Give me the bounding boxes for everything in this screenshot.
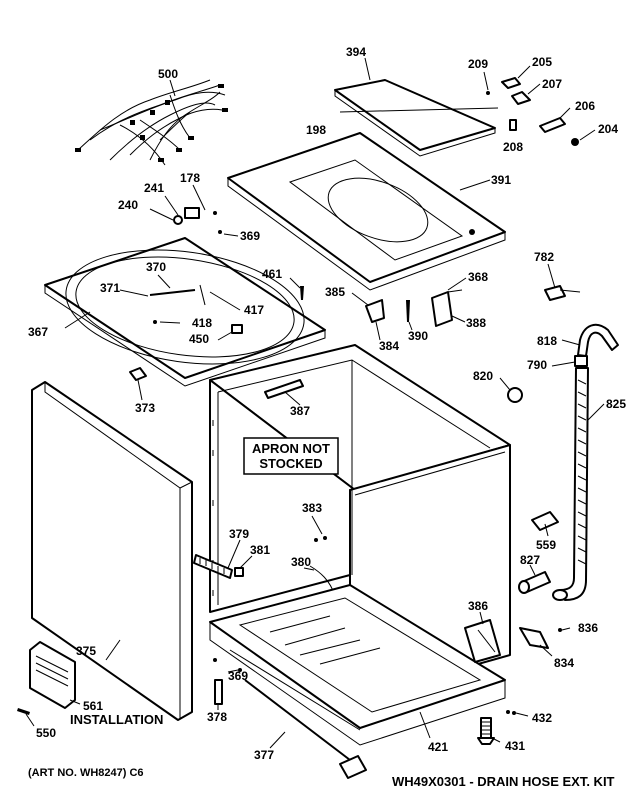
label-240: 240 [118, 198, 138, 212]
drain-hose [551, 323, 619, 601]
tub-cover [44, 237, 326, 387]
label-450: 450 [189, 332, 209, 346]
label-383: 383 [302, 501, 322, 515]
apron-note: APRON NOT STOCKED [243, 437, 339, 475]
label-394: 394 [346, 45, 366, 59]
bracket-373 [129, 367, 147, 401]
part-782 [544, 263, 581, 301]
installation-manual [29, 641, 81, 709]
label-825: 825 [606, 397, 626, 411]
part-number-labels: 500 394 209 205 207 206 204 198 208 391 … [28, 45, 626, 762]
label-206: 206 [575, 99, 595, 113]
apron-note-line1: APRON NOT [252, 441, 330, 456]
apron-note-line2: STOCKED [259, 456, 322, 471]
bracket-386 [464, 611, 501, 663]
hinge-switch-parts [339, 65, 596, 146]
label-559: 559 [536, 538, 556, 552]
label-391: 391 [491, 173, 511, 187]
label-369-top: 369 [240, 229, 260, 243]
rod-377 [244, 679, 367, 779]
front-panel [31, 381, 193, 721]
label-432: 432 [532, 711, 552, 725]
label-370: 370 [146, 260, 166, 274]
label-205: 205 [532, 55, 552, 69]
lid [334, 57, 496, 157]
label-385: 385 [325, 285, 345, 299]
label-820: 820 [473, 369, 493, 383]
label-208: 208 [503, 140, 523, 154]
label-386: 386 [468, 599, 488, 613]
label-371: 371 [100, 281, 120, 295]
label-790: 790 [527, 358, 547, 372]
label-384: 384 [379, 339, 399, 353]
label-834: 834 [554, 656, 574, 670]
installation-label: INSTALLATION [70, 712, 163, 727]
label-782: 782 [534, 250, 554, 264]
label-381: 381 [250, 543, 270, 557]
footer: (ART NO. WH8247) C6 WH49X0301 - DRAIN HO… [28, 767, 615, 789]
drain-hose-kit-note: WH49X0301 - DRAIN HOSE EXT. KIT [392, 774, 615, 789]
wire-harness [75, 79, 228, 166]
label-387: 387 [290, 404, 310, 418]
label-836: 836 [578, 621, 598, 635]
label-241: 241 [144, 181, 164, 195]
part-421 [419, 711, 431, 739]
base-frame [209, 584, 506, 746]
label-827: 827 [520, 553, 540, 567]
label-209: 209 [468, 57, 488, 71]
label-369-base: 369 [228, 669, 248, 683]
label-461: 461 [262, 267, 282, 281]
label-500: 500 [158, 67, 178, 81]
top-left-fasteners [149, 184, 239, 237]
lid-switch-group [351, 277, 467, 341]
label-390: 390 [408, 329, 428, 343]
label-207: 207 [542, 77, 562, 91]
label-421: 421 [428, 740, 448, 754]
label-431: 431 [505, 739, 525, 753]
label-379: 379 [229, 527, 249, 541]
base-left-fasteners [213, 658, 242, 710]
leveling-leg [477, 710, 529, 745]
screw-461 [289, 277, 304, 300]
label-368: 368 [468, 270, 488, 284]
art-number: (ART NO. WH8247) C6 [28, 767, 144, 779]
label-417: 417 [244, 303, 264, 317]
label-818: 818 [537, 334, 557, 348]
label-377: 377 [254, 748, 274, 762]
cabinet-inner-parts [193, 515, 337, 600]
right-side-parts [518, 511, 571, 657]
label-367: 367 [28, 325, 48, 339]
part-820 [499, 377, 523, 403]
top-cover [227, 132, 506, 291]
label-388: 388 [466, 316, 486, 330]
label-204: 204 [598, 122, 618, 136]
label-418: 418 [192, 316, 212, 330]
label-373: 373 [135, 401, 155, 415]
label-550: 550 [36, 726, 56, 740]
label-380: 380 [291, 555, 311, 569]
label-561: 561 [83, 699, 103, 713]
label-178: 178 [180, 171, 200, 185]
label-378: 378 [207, 710, 227, 724]
screw-550 [17, 708, 35, 727]
label-375: 375 [76, 644, 96, 658]
label-198: 198 [306, 123, 326, 137]
